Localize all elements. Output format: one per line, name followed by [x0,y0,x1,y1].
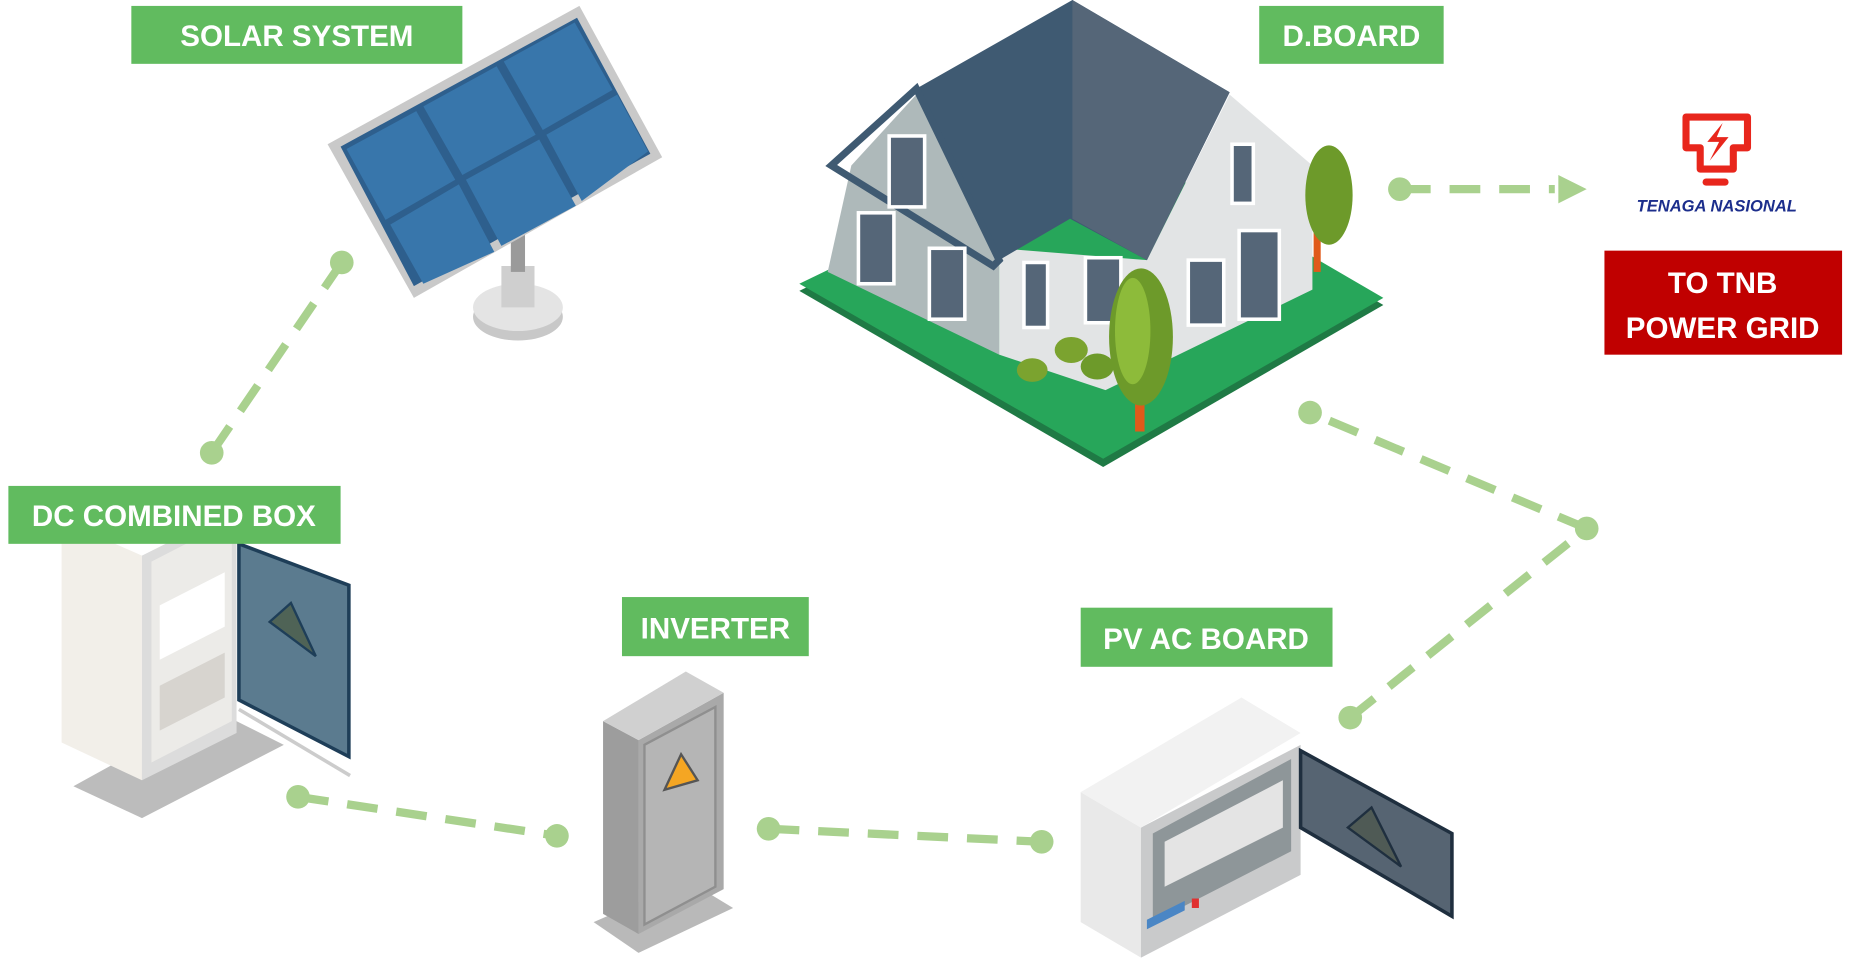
svg-text:PV AC BOARD: PV AC BOARD [1103,623,1309,656]
house-illustration [799,0,1384,467]
connector-pvac-corner [1347,525,1590,721]
svg-text:D.BOARD: D.BOARD [1282,20,1420,53]
tnb-logo: TENAGA NASIONAL [1637,113,1797,216]
connector-corner-house [1308,408,1589,533]
label-dc-combined-box: DC COMBINED BOX [8,485,341,544]
svg-text:POWER GRID: POWER GRID [1626,312,1820,345]
svg-text:TO TNB: TO TNB [1668,267,1777,300]
label-to-tnb-power-grid: TO TNB POWER GRID [1604,250,1843,355]
svg-text:DC COMBINED BOX: DC COMBINED BOX [32,500,316,533]
arrow-head-icon [1558,174,1587,204]
label-d-board: D.BOARD [1259,5,1444,64]
connector-dc-inverter [297,792,558,840]
svg-text:SOLAR SYSTEM: SOLAR SYSTEM [180,20,413,53]
warning-icon [1345,805,1403,868]
connector-solar-dc [208,260,346,456]
tree-icon [1016,145,1353,432]
label-solar-system: SOLAR SYSTEM [131,5,463,64]
label-inverter: INVERTER [621,597,809,657]
connector-inverter-pvac [768,824,1042,846]
svg-text:INVERTER: INVERTER [641,612,790,645]
solar-panel-illustration [327,5,663,341]
warning-icon [662,751,700,792]
inverter-illustration [593,671,734,953]
warning-icon [267,601,317,658]
dc-combined-box-illustration [61,508,351,819]
connector-dots [199,174,1599,854]
connectors [208,185,1590,846]
label-pv-ac-board: PV AC BOARD [1080,607,1333,667]
pv-ac-board-illustration [1080,697,1454,958]
tnb-logo-text: TENAGA NASIONAL [1637,197,1797,216]
